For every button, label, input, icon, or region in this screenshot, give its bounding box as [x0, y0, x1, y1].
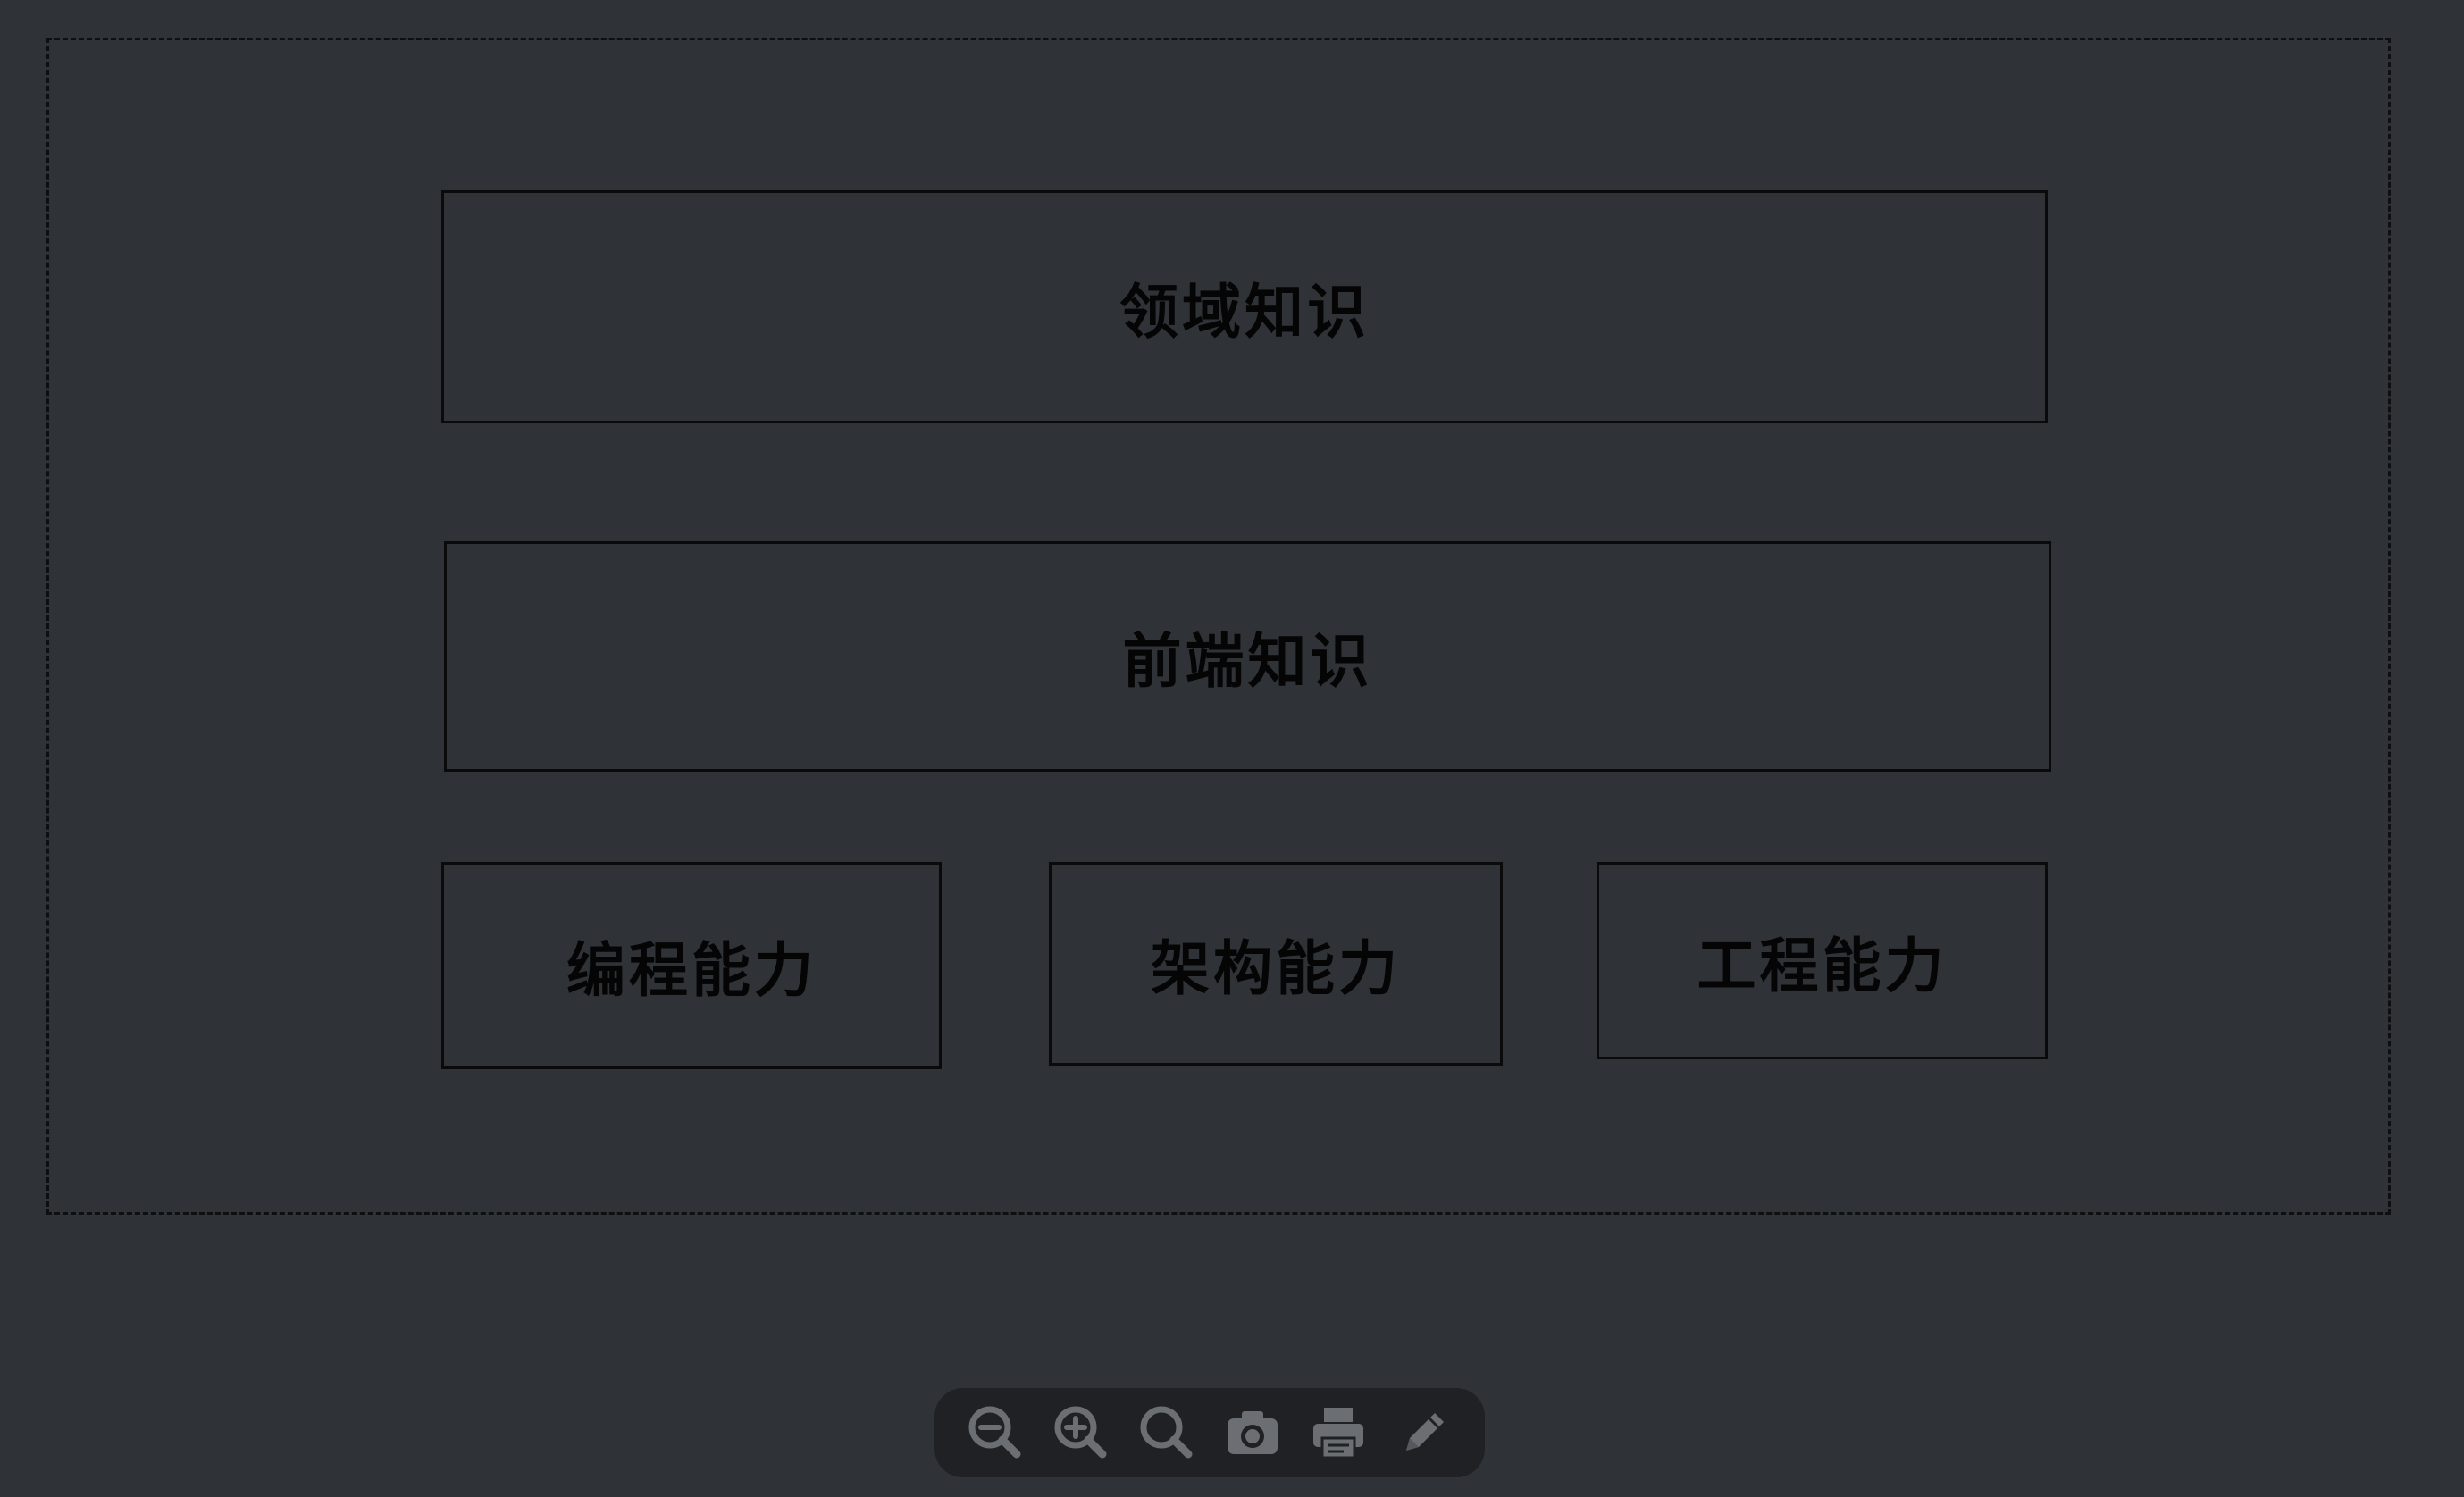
zoom-reset-icon [1140, 1406, 1193, 1459]
domain-knowledge-label: 领域知识 [1119, 277, 1370, 347]
zoom-out-button[interactable] [965, 1402, 1026, 1463]
pencil-icon [1406, 1413, 1444, 1451]
edit-button[interactable] [1394, 1402, 1454, 1463]
print-icon [1313, 1408, 1363, 1459]
zoom-reset-button[interactable] [1136, 1402, 1197, 1463]
architecture-ability-label: 架构能力 [1151, 934, 1401, 1003]
camera-icon [1228, 1411, 1278, 1454]
engineering-ability-label: 工程能力 [1697, 931, 1948, 1000]
coding-ability-label: 编程能力 [566, 936, 817, 1005]
zoom-out-icon [968, 1406, 1021, 1459]
frontend-knowledge-box: 前端知识 [444, 541, 2051, 772]
print-button[interactable] [1308, 1402, 1369, 1463]
dashed-group-frame [46, 38, 2391, 1215]
frontend-knowledge-label: 前端知识 [1122, 627, 1373, 696]
zoom-in-icon [1054, 1406, 1107, 1459]
coding-ability-box: 编程能力 [441, 862, 942, 1069]
domain-knowledge-box: 领域知识 [441, 190, 2048, 423]
engineering-ability-box: 工程能力 [1597, 862, 2048, 1059]
architecture-ability-box: 架构能力 [1049, 862, 1503, 1066]
screenshot-button[interactable] [1222, 1402, 1283, 1463]
zoom-toolbar [934, 1388, 1485, 1477]
zoom-in-button[interactable] [1051, 1402, 1111, 1463]
